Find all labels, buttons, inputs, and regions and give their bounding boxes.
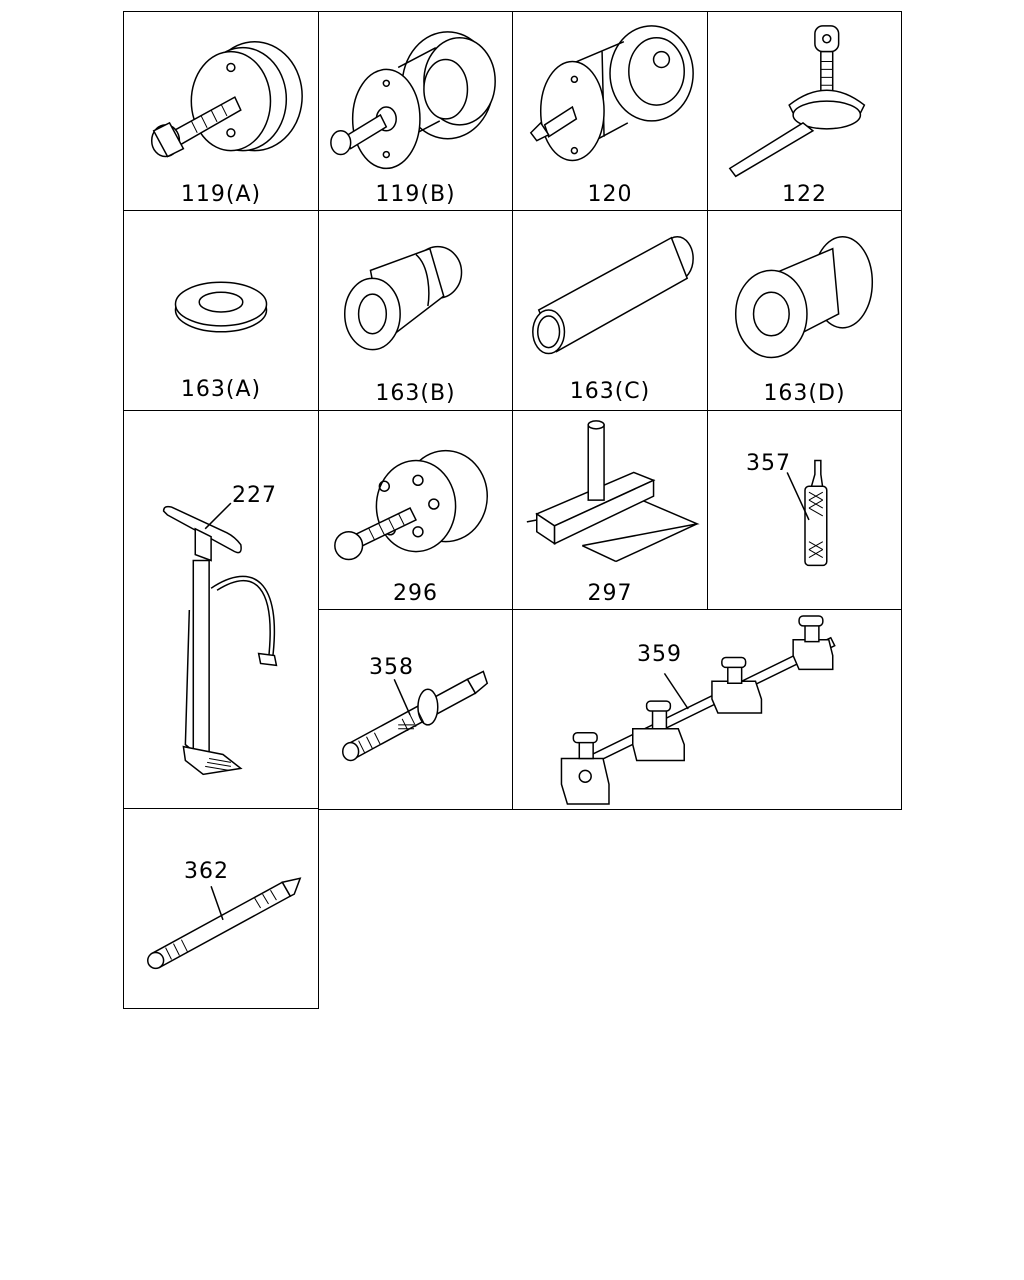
part-label: 227 bbox=[232, 483, 277, 508]
cell-tool-362: 362 bbox=[123, 808, 319, 1009]
cell-tool-119a: 119(A) bbox=[123, 11, 319, 212]
part-label: 163(C) bbox=[569, 379, 651, 404]
cell-tool-163d: 163(D) bbox=[707, 210, 902, 411]
tool-120-illustration bbox=[513, 12, 707, 211]
part-label: 297 bbox=[587, 581, 633, 606]
cell-tool-297: 297 bbox=[512, 410, 708, 611]
tool-297-illustration bbox=[513, 411, 707, 610]
tool-163a-illustration bbox=[124, 211, 318, 410]
cell-tool-163b: 163(B) bbox=[318, 210, 513, 411]
part-label: 357 bbox=[746, 451, 791, 476]
tool-163b-illustration bbox=[319, 211, 512, 410]
cell-tool-163a: 163(A) bbox=[123, 210, 319, 411]
tool-119a-illustration bbox=[124, 12, 318, 211]
tool-119b-illustration bbox=[319, 12, 512, 211]
cell-tool-119b: 119(B) bbox=[318, 11, 513, 212]
tool-122-illustration bbox=[708, 12, 901, 211]
cell-tool-359: 359 bbox=[512, 609, 902, 810]
part-label: 119(A) bbox=[180, 182, 262, 207]
part-label: 163(B) bbox=[375, 381, 456, 406]
tool-296-illustration bbox=[319, 411, 512, 610]
cell-tool-357: 357 bbox=[707, 410, 902, 611]
cell-tool-358: 358 bbox=[318, 609, 513, 810]
part-label: 122 bbox=[782, 182, 827, 207]
cell-tool-120: 120 bbox=[512, 11, 708, 212]
part-label: 163(A) bbox=[180, 377, 262, 402]
tool-227-illustration bbox=[124, 411, 318, 809]
tool-359-illustration bbox=[513, 610, 901, 809]
part-label: 163(D) bbox=[763, 381, 846, 406]
cell-tool-227: 227 bbox=[123, 410, 319, 810]
tool-357-illustration bbox=[708, 411, 901, 610]
part-label: 119(B) bbox=[375, 182, 456, 207]
cell-tool-296: 296 bbox=[318, 410, 513, 611]
part-label: 296 bbox=[393, 581, 438, 606]
part-label: 362 bbox=[184, 859, 229, 884]
part-label: 359 bbox=[637, 642, 682, 667]
tool-163d-illustration bbox=[708, 211, 901, 410]
tool-362-illustration bbox=[124, 809, 318, 1008]
tool-358-illustration bbox=[319, 610, 512, 809]
cell-tool-122: 122 bbox=[707, 11, 902, 212]
tool-163c-illustration bbox=[513, 211, 707, 410]
cell-tool-163c: 163(C) bbox=[512, 210, 708, 411]
part-label: 358 bbox=[369, 655, 414, 680]
part-label: 120 bbox=[587, 182, 633, 207]
